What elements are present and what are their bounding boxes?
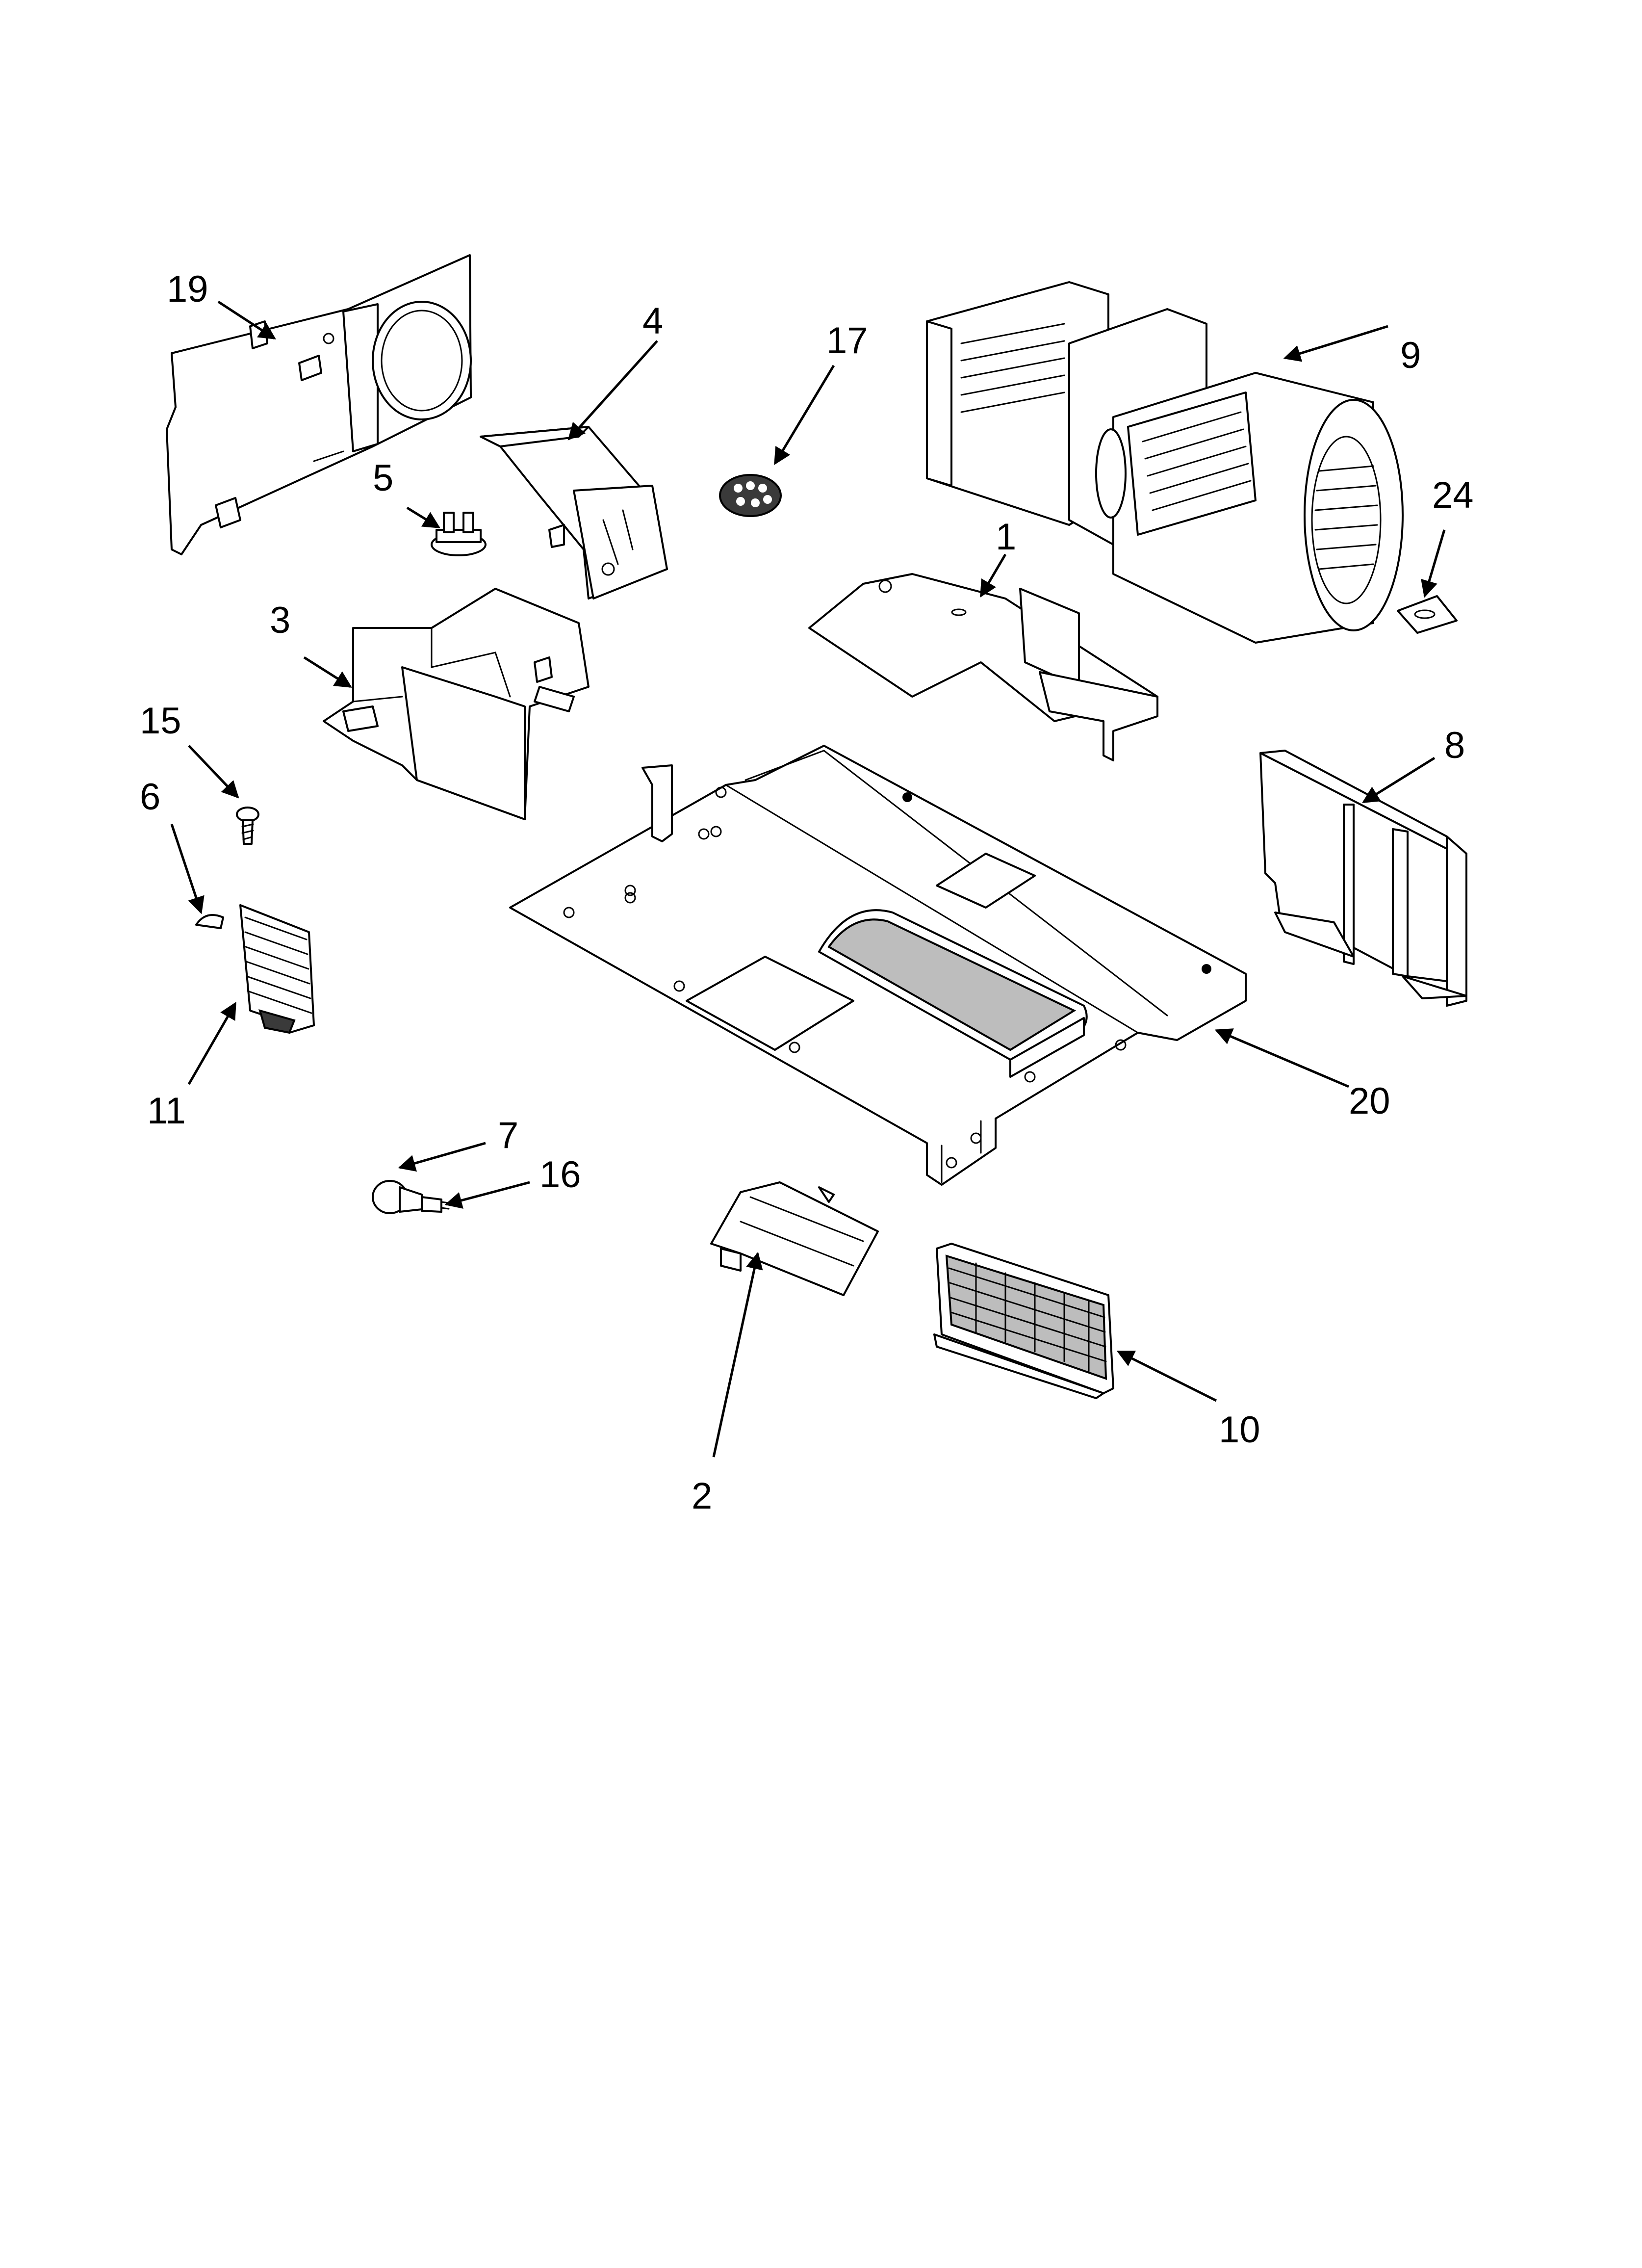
part-15-screw <box>236 807 259 845</box>
callout-4: 4 <box>642 300 663 342</box>
part-17-sensor <box>719 474 782 517</box>
callout-9: 9 <box>1400 335 1421 376</box>
callout-10: 10 <box>1219 1409 1260 1451</box>
callout-3: 3 <box>270 600 290 641</box>
callout-8: 8 <box>1444 725 1465 766</box>
callout-11: 11 <box>147 1090 186 1132</box>
callout-1: 1 <box>996 516 1016 558</box>
callout-19: 16 <box>539 1154 581 1196</box>
part-4-bracket <box>480 426 668 600</box>
part-11-grille <box>239 904 315 1034</box>
part-19-socket <box>421 1196 450 1213</box>
part-9-blower-motor <box>926 281 1404 644</box>
part-1-air-guide <box>808 573 1158 761</box>
leader-lines <box>170 300 1446 1458</box>
part-8-side-panel <box>1259 750 1467 1007</box>
part-2-cover <box>710 1181 879 1296</box>
callout-16: 19 <box>167 268 208 310</box>
callout-17: 17 <box>826 320 868 362</box>
part-24-clip <box>1397 595 1458 634</box>
part-16-duct-panel <box>166 254 472 555</box>
callout-6: 6 <box>140 776 160 818</box>
part-10-grease-filter <box>933 1243 1114 1399</box>
part-20-base-plate <box>509 745 1247 1186</box>
callout-2: 2 <box>692 1475 712 1517</box>
part-6-lens <box>195 914 224 929</box>
callout-20: 20 <box>1349 1080 1390 1122</box>
part-5-thermostat <box>431 512 487 556</box>
callout-24: 24 <box>1432 474 1474 516</box>
part-7-light-bulb <box>372 1180 423 1214</box>
callout-7: 7 <box>498 1115 518 1156</box>
callout-5: 5 <box>373 457 393 499</box>
callout-15: 15 <box>140 700 181 742</box>
part-3-duct <box>323 588 590 820</box>
